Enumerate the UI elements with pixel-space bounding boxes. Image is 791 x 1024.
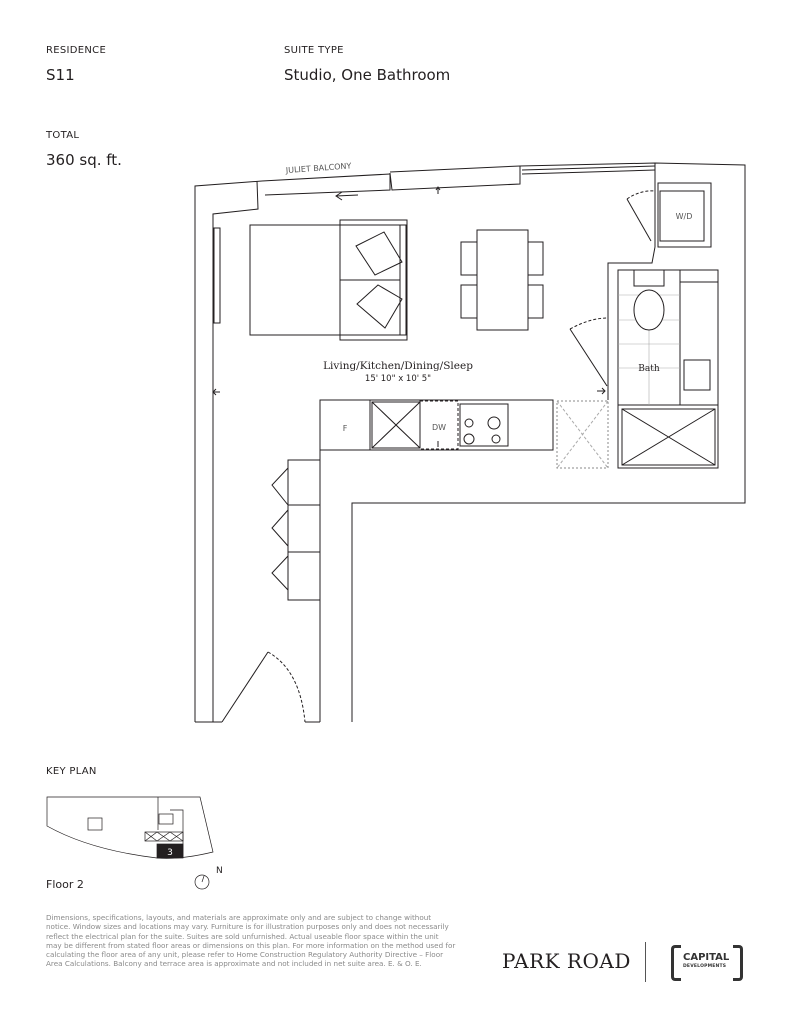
park-road-logo: PARK ROAD <box>502 949 631 973</box>
key-plan-title: KEY PLAN <box>46 766 97 777</box>
key-plan-unit-marker: 3 <box>167 848 173 858</box>
washer-dryer-label: W/D <box>676 212 693 221</box>
washer-dryer <box>607 182 712 316</box>
suite-type-value: Studio, One Bathroom <box>284 66 451 84</box>
suite-type-label: SUITE TYPE <box>284 45 344 56</box>
residence-label: RESIDENCE <box>46 45 107 56</box>
capital-logo-sub: DEVELOPMENTS <box>683 964 727 969</box>
dining-table <box>460 229 544 331</box>
residence-value: S11 <box>46 66 75 84</box>
capital-developments-logo: CAPITAL DEVELOPMENTS <box>671 945 743 981</box>
tv-unit <box>213 227 221 324</box>
bathroom <box>552 269 719 469</box>
room-dimensions: 15' 10" x 10' 5" <box>365 374 431 384</box>
capital-logo-main: CAPITAL <box>683 952 730 963</box>
disclaimer: Dimensions, specifications, layouts, and… <box>46 913 456 969</box>
logo-divider <box>645 942 646 982</box>
fridge-label: F <box>343 424 348 433</box>
north-label: N <box>216 866 223 876</box>
walls <box>194 162 746 723</box>
dishwasher-label: DW <box>432 423 446 432</box>
floor-label: Floor 2 <box>46 878 84 891</box>
room-name: Living/Kitchen/Dining/Sleep <box>323 360 473 372</box>
bath-label: Bath <box>638 364 660 374</box>
total-value: 360 sq. ft. <box>46 151 122 169</box>
total-label: TOTAL <box>46 130 80 141</box>
arrow-icons <box>212 186 606 396</box>
bed <box>249 219 408 341</box>
key-plan <box>46 796 214 890</box>
closet-shelves <box>271 459 321 601</box>
balcony-label: JULIET BALCONY <box>285 161 352 175</box>
